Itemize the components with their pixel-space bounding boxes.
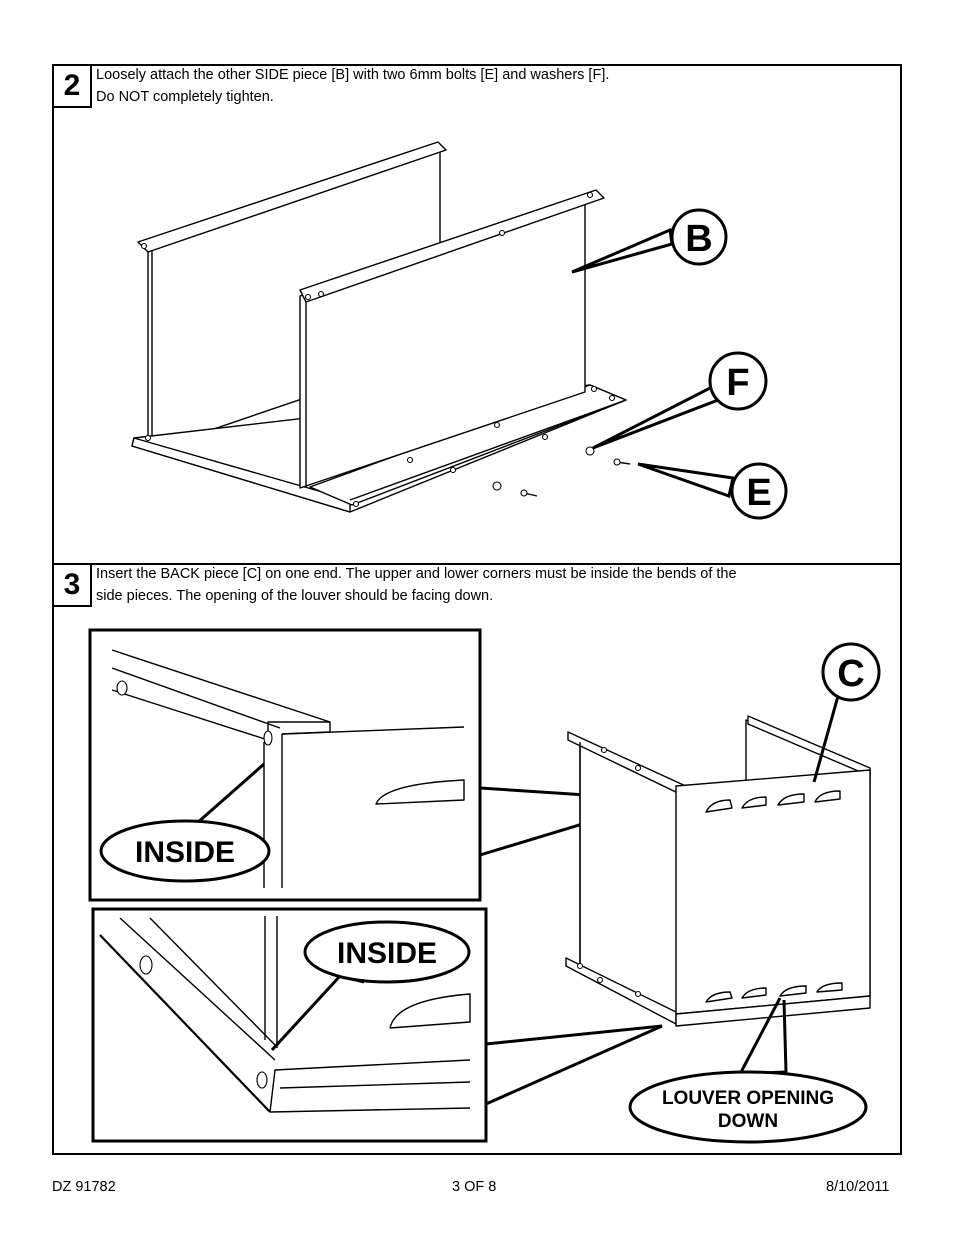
step-3-instruction: Insert the BACK piece [C] on one end. Th… bbox=[96, 564, 737, 607]
step-3-number: 3 bbox=[52, 563, 92, 607]
step-divider bbox=[52, 563, 902, 565]
step-2-line-1: Loosely attach the other SIDE piece [B] … bbox=[96, 67, 610, 83]
callout-b-label: B bbox=[685, 218, 712, 260]
callout-c-bubble bbox=[821, 642, 881, 702]
bottom-detail-connector-lower bbox=[485, 1024, 663, 1106]
louver-callout-bubble bbox=[628, 1070, 868, 1144]
callout-b-bubble bbox=[670, 208, 728, 266]
step-3-main-assembly: C LOUVER OPENING DOWN bbox=[565, 642, 881, 1144]
callout-b-leader bbox=[571, 227, 674, 274]
near-top-flange bbox=[299, 189, 605, 303]
step-2-instruction: Loosely attach the other SIDE piece [B] … bbox=[96, 65, 609, 108]
step-3-line-2: side pieces. The opening of the louver s… bbox=[96, 587, 494, 604]
bolt-e-left bbox=[520, 489, 538, 497]
inside-top-label: INSIDE bbox=[135, 836, 235, 869]
instruction-frame bbox=[52, 64, 902, 1155]
step-3-top-detail: INSIDE bbox=[88, 628, 482, 902]
step-2-diagram: B F E bbox=[131, 141, 788, 520]
washer-f-left bbox=[492, 481, 502, 491]
step-3-bottom-detail: INSIDE bbox=[91, 907, 488, 1143]
bottom-detail-connector bbox=[485, 1024, 663, 1046]
step-3-line-1: Insert the BACK piece [C] on one end. Th… bbox=[96, 566, 737, 582]
callout-f-label: F bbox=[726, 362, 749, 404]
bolt-e-right bbox=[613, 458, 631, 466]
callout-e-bubble bbox=[730, 462, 788, 520]
footer-page-number: 3 OF 8 bbox=[452, 1179, 497, 1195]
callout-c-label: C bbox=[837, 653, 864, 695]
callout-f-bubble bbox=[708, 351, 768, 411]
step-2-number: 2 bbox=[52, 64, 92, 108]
inside-top-bubble bbox=[99, 819, 271, 883]
louver-callout-line-2: DOWN bbox=[718, 1111, 778, 1132]
footer-doc-id: DZ 91782 bbox=[52, 1179, 116, 1195]
washer-f-right bbox=[585, 446, 595, 456]
step-2-line-2: Do NOT completely tighten. bbox=[96, 88, 274, 105]
louver-slots bbox=[705, 790, 843, 1003]
callout-e-leader bbox=[637, 462, 735, 498]
inside-bottom-label: INSIDE bbox=[337, 937, 437, 970]
louver-callout-line-1: LOUVER OPENING bbox=[662, 1088, 834, 1109]
callout-e-label: E bbox=[746, 472, 771, 514]
footer-date: 8/10/2011 bbox=[826, 1179, 890, 1195]
inside-bottom-bubble bbox=[303, 920, 471, 984]
back-piece-c bbox=[675, 769, 871, 1015]
